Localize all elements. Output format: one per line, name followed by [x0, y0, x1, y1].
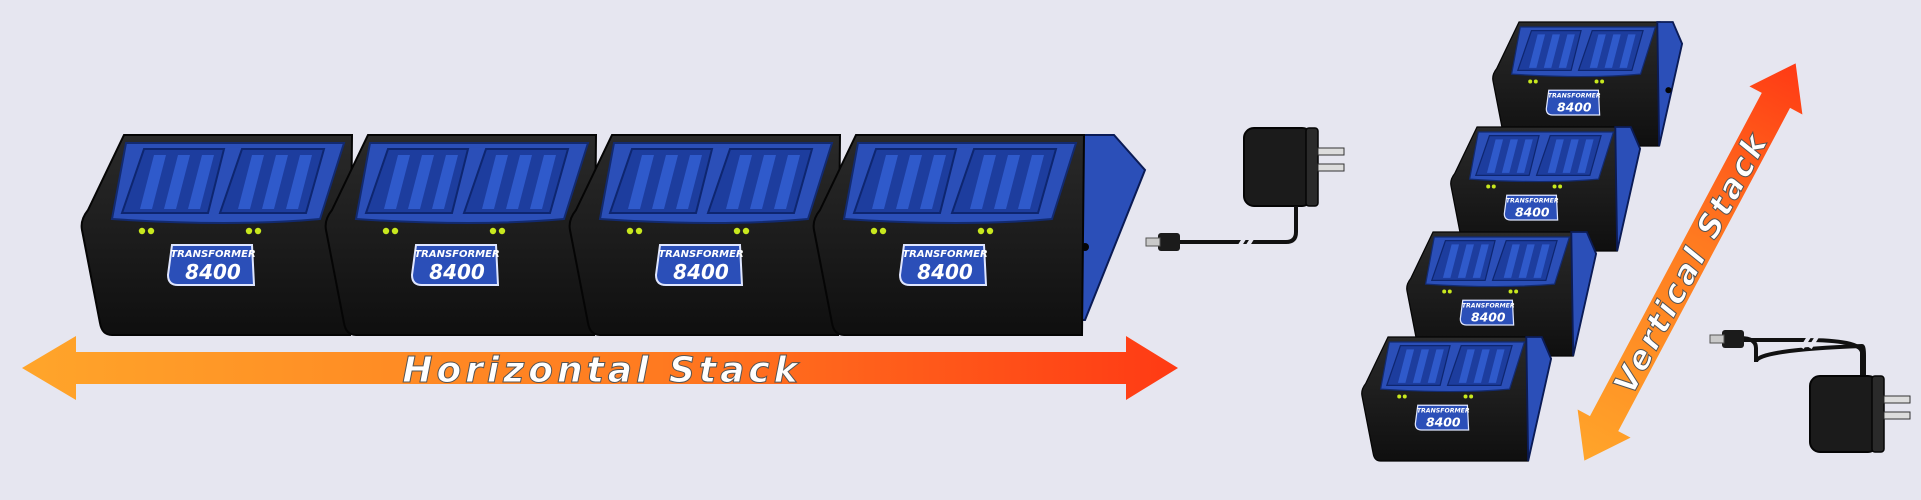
dc-plug-icon-2 [1709, 330, 1744, 348]
unit-model-number: 8400 [917, 260, 973, 284]
charger-unit-h-1: TRANSFORMER 8400 [80, 134, 353, 336]
dc-plug-icon [1145, 233, 1180, 251]
unit-wordmark: TRANSFORMER [1506, 198, 1559, 205]
charger-unit-v-4: TRANSFORMER 8400 [1361, 336, 1553, 462]
charger-unit-v-3: TRANSFORMER 8400 [1406, 231, 1598, 357]
unit-end-cap [1073, 134, 1147, 321]
charger-unit-v-2: TRANSFORMER 8400 [1450, 126, 1642, 252]
power-adapter-icon [1176, 127, 1345, 252]
unit-wordmark: TRANSFORMER [1417, 408, 1470, 415]
charger-unit-h-3: TRANSFORMER 8400 [568, 134, 841, 336]
power-adapter-icon-2 [1739, 330, 1911, 453]
unit-model-number: 8400 [1515, 204, 1550, 219]
unit-model-number: 8400 [185, 260, 241, 284]
unit-wordmark: TRANSFORMER [1462, 303, 1515, 310]
unit-model-number: 8400 [673, 260, 729, 284]
unit-wordmark: TRANSFORMER [902, 249, 987, 260]
double-arrow-icon [22, 336, 1178, 400]
unit-model-number: 8400 [429, 260, 485, 284]
unit-wordmark: TRANSFORMER [414, 249, 499, 260]
unit-model-number: 8400 [1557, 99, 1592, 114]
charger-unit-h-4: TRANSFORMER 8400 [812, 134, 1085, 336]
charger-unit-h-2: TRANSFORMER 8400 [324, 134, 597, 336]
unit-wordmark: TRANSFORMER [170, 249, 255, 260]
horizontal-stack-group: TRANSFORMER 8400 TRANSFORMER 8400 TRANSF… [22, 127, 1345, 400]
unit-model-number: 8400 [1426, 414, 1461, 429]
unit-wordmark: TRANSFORMER [658, 249, 743, 260]
unit-model-number: 8400 [1471, 309, 1506, 324]
charger-unit-v-1: TRANSFORMER 8400 [1492, 21, 1684, 147]
horizontal-stack-label: Horizontal Stack [402, 350, 801, 391]
vertical-stack-group: TRANSFORMER 8400 TRANSFORMER 8400 TRANSF… [1361, 21, 1911, 462]
unit-wordmark: TRANSFORMER [1548, 93, 1601, 100]
